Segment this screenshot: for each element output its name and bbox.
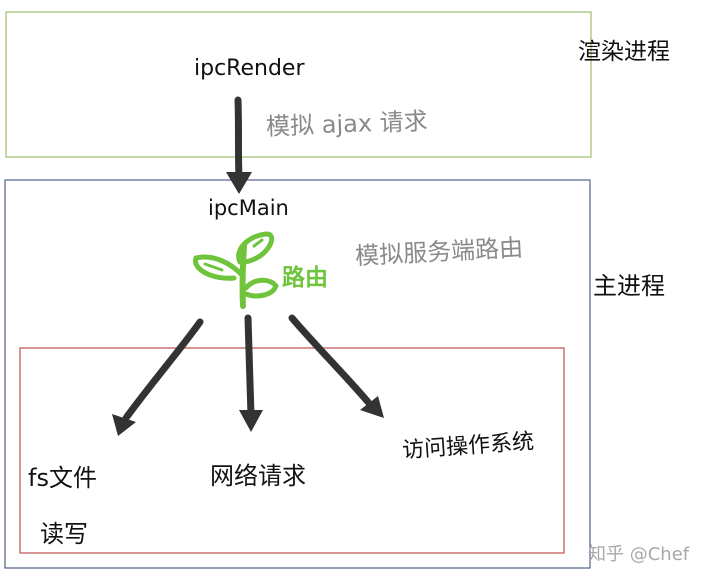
target-network: 网络请求: [210, 462, 306, 490]
render-process-title: 渲染进程: [578, 39, 670, 65]
main-process-box: [4, 179, 591, 569]
ipc-main-node: ipcMain: [208, 196, 289, 220]
router-label: 路由: [282, 265, 328, 291]
render-process-box: [5, 11, 592, 158]
target-fs-line1: fs文件: [28, 464, 97, 492]
watermark: 知乎 @Chef: [588, 544, 690, 565]
arrow-to-network: [239, 314, 263, 432]
arrow-to-fs: [112, 318, 204, 436]
ipc-render-node: ipcRender: [194, 56, 305, 81]
ajax-note: 模拟 ajax 请求: [265, 107, 429, 141]
main-process-title: 主进程: [593, 272, 665, 300]
arrow-to-os: [288, 314, 384, 418]
arrow-render-to-main: [226, 96, 252, 194]
router-sprout-icon: [193, 231, 279, 309]
target-fs-line2: 读写: [40, 520, 88, 548]
capabilities-box: [19, 347, 565, 554]
